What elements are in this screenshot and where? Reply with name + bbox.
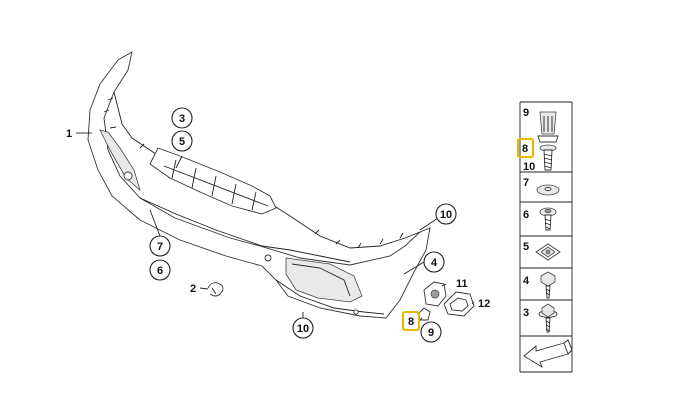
panel-label-4: 4 xyxy=(523,275,530,287)
callout-12-label: 12 xyxy=(478,298,490,310)
callout-6-label: 6 xyxy=(157,265,163,277)
callout-1: 1 xyxy=(66,128,72,140)
hex-screw-washer-icon xyxy=(538,303,558,333)
panel-label-7: 7 xyxy=(523,177,529,189)
callout-7-label: 7 xyxy=(157,241,163,253)
callout-10-bottom-label: 10 xyxy=(297,323,309,335)
expansion-rivet-icon xyxy=(537,111,559,143)
callout-2: 2 xyxy=(190,283,196,295)
collar-screw-icon xyxy=(539,207,557,231)
callout-4-label: 4 xyxy=(431,257,438,269)
panel-label-9: 9 xyxy=(523,107,529,119)
bumper-cover xyxy=(87,51,431,319)
callout-1-label: 1 xyxy=(66,128,72,140)
part-11-grommet xyxy=(423,281,447,307)
callout-9: 9 xyxy=(420,321,442,343)
callout-3-label: 3 xyxy=(179,113,185,125)
part-12-seal xyxy=(443,291,475,317)
panel-label-8: 8 xyxy=(522,143,528,155)
callout-9-label: 9 xyxy=(428,327,434,339)
callout-10-top: 10 xyxy=(435,203,457,225)
callout-4: 4 xyxy=(423,251,445,273)
callout-8: 8 xyxy=(402,311,420,331)
callout-12: 12 xyxy=(478,298,490,310)
panel-label-3: 3 xyxy=(523,307,529,319)
callout-8-label: 8 xyxy=(408,316,414,328)
callout-10-top-label: 10 xyxy=(440,209,452,221)
panel-highlight-8 xyxy=(517,138,534,158)
callout-6: 6 xyxy=(149,259,171,281)
callout-3: 3 xyxy=(171,107,193,129)
panel-label-10: 10 xyxy=(523,161,535,173)
hex-screw-icon xyxy=(540,271,556,299)
clip-nut-icon xyxy=(535,243,561,261)
washer-icon xyxy=(536,184,560,196)
panel-label-6: 6 xyxy=(523,209,529,221)
screw-icon xyxy=(539,144,557,171)
callout-10-bottom: 10 xyxy=(292,317,314,339)
callout-2-label: 2 xyxy=(190,283,196,295)
callout-7: 7 xyxy=(149,235,171,257)
leader-lines xyxy=(76,132,475,323)
callout-5-label: 5 xyxy=(179,136,185,148)
part-2-clip xyxy=(207,282,224,297)
fastener-panel: 9 8 10 7 6 5 xyxy=(517,101,573,373)
callout-11: 11 xyxy=(456,278,468,290)
arrow-icon xyxy=(523,339,573,369)
callout-11-label: 11 xyxy=(456,278,468,290)
callout-5: 5 xyxy=(171,130,193,152)
panel-label-5: 5 xyxy=(523,241,529,253)
